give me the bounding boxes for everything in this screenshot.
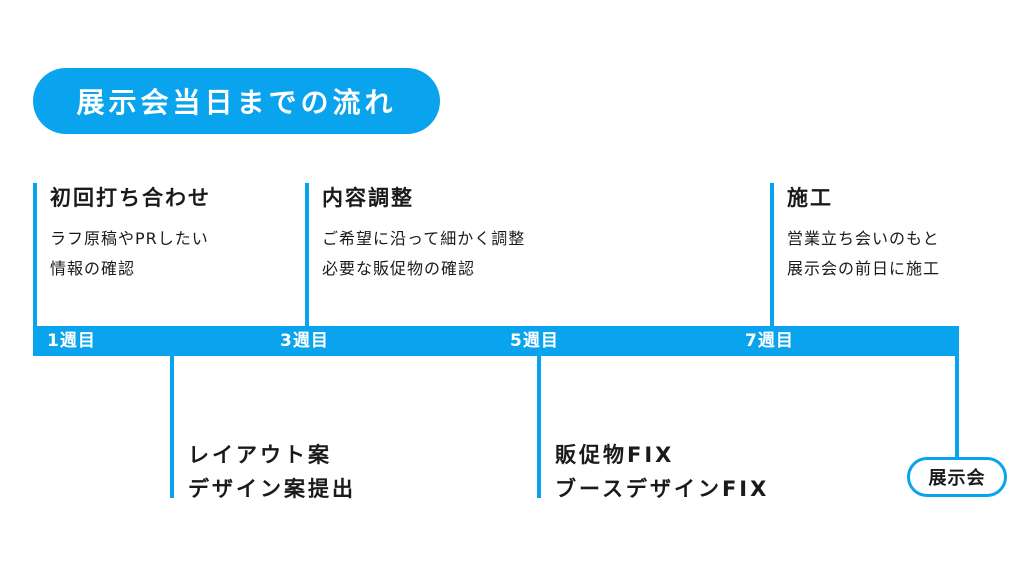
week-label-7: 7週目: [745, 331, 794, 351]
connector-line-bottom-1: [170, 354, 174, 498]
step-desc-line: ご希望に沿って細かく調整: [322, 229, 526, 248]
step-title-content-adjustment: 内容調整: [322, 186, 414, 210]
page-title: 展示会当日までの流れ: [33, 68, 440, 134]
step-desc-line: 展示会の前日に施工: [787, 259, 941, 278]
week-label-3: 3週目: [280, 331, 329, 351]
final-event-badge: 展示会: [907, 457, 1007, 497]
connector-line-step-1: [33, 183, 37, 328]
step-layout-design-proposal: レイアウト案 デザイン案提出: [188, 438, 356, 506]
bottom-step-line: レイアウト案: [188, 443, 332, 467]
step-title-construction: 施工: [787, 186, 833, 210]
bottom-step-line: 販促物FIX: [555, 443, 675, 467]
step-desc-line: 必要な販促物の確認: [322, 259, 476, 278]
step-promo-booth-fix: 販促物FIX ブースデザインFIX: [555, 438, 769, 506]
connector-line-final: [955, 326, 959, 460]
step-desc-content-adjustment: ご希望に沿って細かく調整 必要な販促物の確認: [322, 224, 525, 284]
week-label-1: 1週目: [47, 331, 96, 351]
week-label-5: 5週目: [510, 331, 559, 351]
step-desc-line: 営業立ち会いのもと: [787, 229, 940, 248]
connector-line-step-3: [770, 183, 774, 328]
connector-line-step-2: [305, 183, 309, 328]
timeline-bar: [33, 326, 959, 356]
step-desc-line: ラフ原稿やPRしたい: [50, 229, 209, 248]
bottom-step-line: ブースデザインFIX: [555, 477, 770, 501]
bottom-step-line: デザイン案提出: [188, 477, 356, 501]
connector-line-bottom-2: [537, 354, 541, 498]
step-title-initial-meeting: 初回打ち合わせ: [50, 186, 211, 210]
step-desc-initial-meeting: ラフ原稿やPRしたい 情報の確認: [50, 224, 209, 284]
step-desc-construction: 営業立ち会いのもと 展示会の前日に施工: [787, 224, 940, 284]
step-desc-line: 情報の確認: [50, 259, 136, 278]
